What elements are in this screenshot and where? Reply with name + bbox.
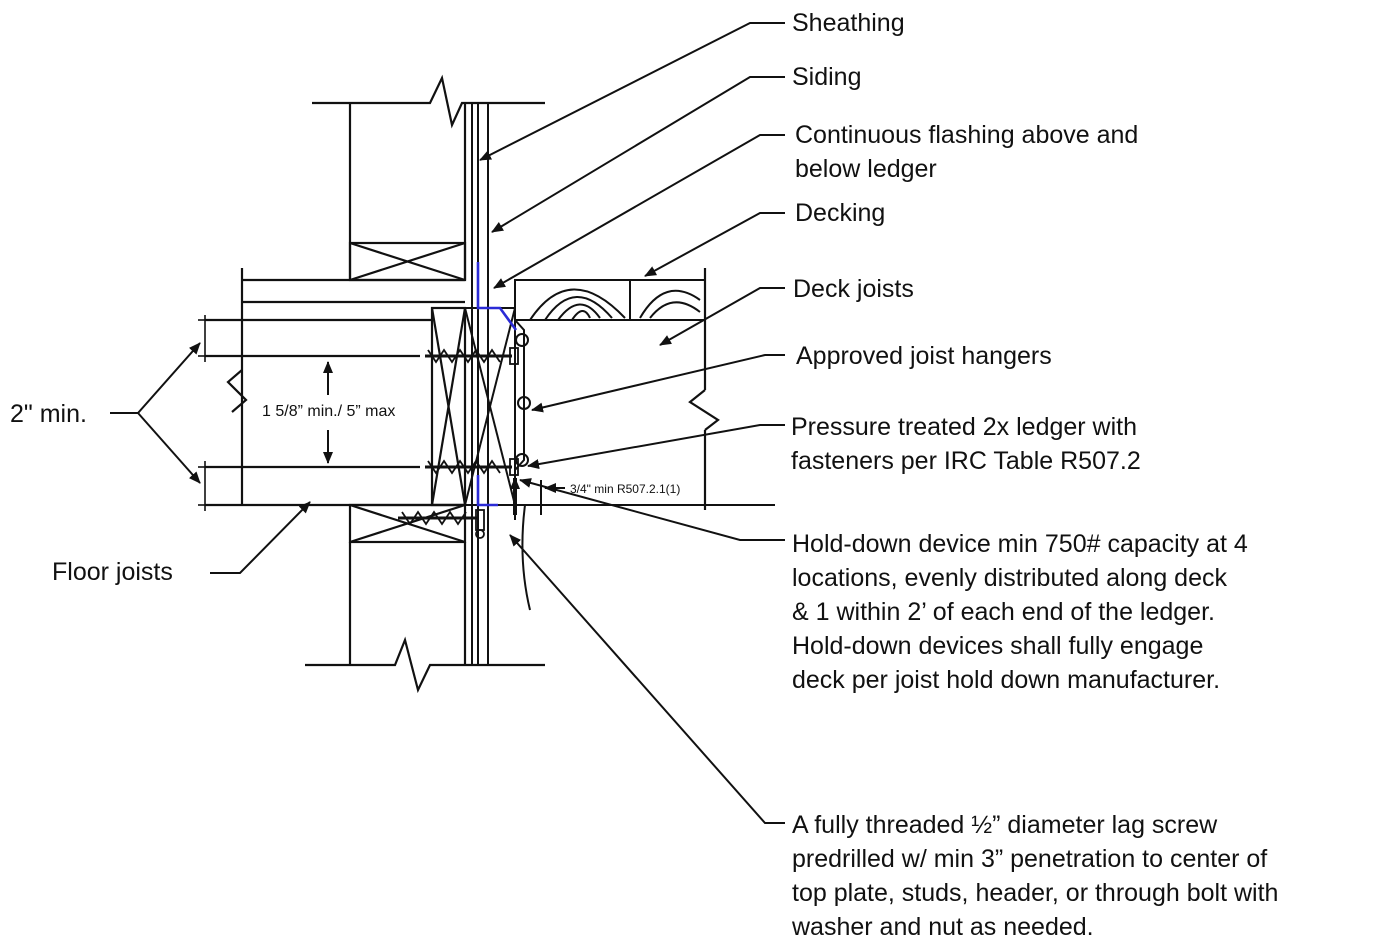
floor-joist-break — [226, 369, 248, 413]
wall-framing — [205, 74, 545, 694]
bottom-plate — [348, 503, 467, 544]
label-ledger: Pressure treated 2x ledger with fastener… — [791, 410, 1141, 478]
lag-curve — [521, 504, 531, 611]
label-sheathing: Sheathing — [792, 9, 905, 37]
label-lag-screw-line4: washer and nut as needed. — [792, 913, 1094, 941]
deck-joist — [688, 268, 720, 510]
label-hold-down-line3: & 1 within 2’ of each end of the ledger. — [792, 598, 1215, 626]
leader-flashing — [493, 134, 785, 289]
label-three-quarter-min: 3/4" min R507.2.1(1) — [570, 482, 681, 496]
lag-screw — [398, 509, 485, 539]
label-ledger-line2: fasteners per IRC Table R507.2 — [791, 447, 1141, 475]
leader-sheathing — [479, 22, 785, 161]
leader-joist-hangers — [531, 354, 785, 413]
dimension-lines — [198, 315, 212, 511]
leader-2in-b — [137, 412, 201, 484]
leader-2in-a — [110, 342, 201, 414]
label-deck-joists: Deck joists — [793, 275, 914, 303]
label-two-inch-min: 2" min. — [10, 400, 87, 428]
bottom-break-line — [305, 636, 545, 694]
label-lag-screw-line1: A fully threaded ½” diameter lag screw — [792, 811, 1218, 839]
label-hold-down-line5: deck per joist hold down manufacturer. — [792, 666, 1221, 694]
label-ledger-line1: Pressure treated 2x ledger with — [791, 413, 1138, 441]
label-hold-down: Hold-down device min 750# capacity at 4 … — [792, 527, 1248, 697]
label-flashing-line2: below ledger — [795, 155, 937, 183]
label-hold-down-line1: Hold-down device min 750# capacity at 4 — [792, 530, 1248, 558]
leader-decking — [644, 212, 785, 277]
leader-ledger — [527, 424, 785, 470]
flashing — [476, 262, 518, 507]
label-spacing: 1 5/8” min./ 5” max — [262, 403, 396, 420]
label-siding: Siding — [792, 63, 862, 91]
label-flashing: Continuous flashing above and below ledg… — [795, 118, 1138, 186]
label-hold-down-line2: locations, evenly distributed along deck — [792, 564, 1227, 592]
label-lag-screw: A fully threaded ½” diameter lag screw p… — [792, 808, 1278, 944]
label-joist-hangers: Approved joist hangers — [796, 342, 1052, 370]
ledger-fasteners — [425, 347, 519, 476]
leader-siding — [491, 76, 785, 233]
leader-deck-joists — [659, 287, 785, 346]
joist-hanger — [514, 319, 531, 471]
leader-hold-down — [519, 478, 785, 541]
sheathing-and-siding — [471, 103, 489, 665]
leader-lag-screw — [509, 534, 785, 824]
leader-floor-joists — [210, 501, 311, 574]
label-lag-screw-line3: top plate, studs, header, or through bol… — [792, 879, 1279, 907]
decking — [514, 279, 706, 321]
label-flashing-line1: Continuous flashing above and — [795, 121, 1139, 149]
label-floor-joists: Floor joists — [52, 558, 173, 586]
label-lag-screw-line2: predrilled w/ min 3” penetration to cent… — [792, 845, 1268, 873]
label-decking: Decking — [795, 199, 886, 227]
top-break-line — [312, 74, 545, 129]
label-hold-down-line4: Hold-down devices shall fully engage — [792, 632, 1204, 660]
leader-lines — [110, 22, 785, 824]
